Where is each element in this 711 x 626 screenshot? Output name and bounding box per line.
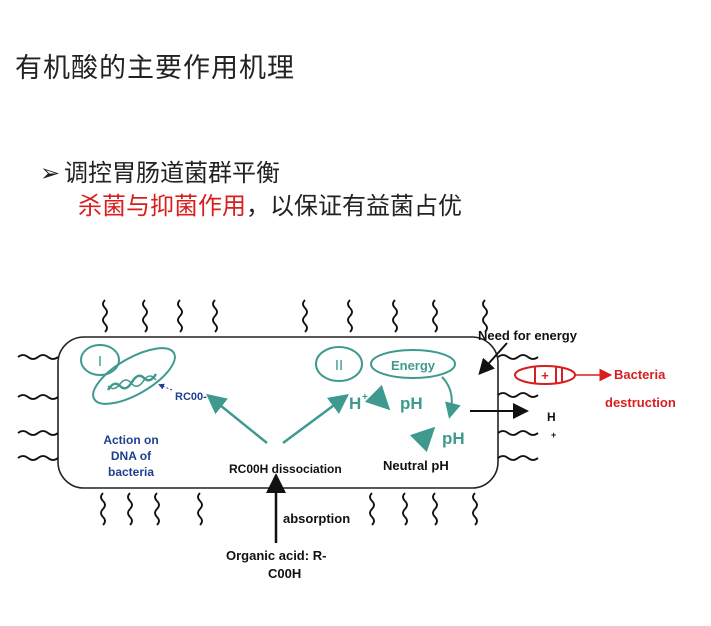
flagellum	[17, 394, 59, 400]
action-line-3: bacteria	[108, 465, 154, 479]
flagellum	[17, 354, 59, 360]
flagellum	[302, 299, 308, 333]
ph-up-arrow-icon	[409, 426, 436, 453]
rcoo-dna-arrow	[158, 383, 173, 391]
bacteria-destruction-line-1: Bacteria	[614, 367, 666, 382]
hplus-sup: +	[362, 392, 368, 403]
flagellum	[347, 299, 353, 333]
dna-strand-icon	[106, 373, 158, 391]
flagellum	[432, 492, 438, 526]
flagellum	[17, 455, 59, 461]
region-1-numeral: I	[98, 353, 102, 370]
flagellum	[497, 354, 539, 360]
dissociation-arrow-right	[282, 394, 350, 445]
pump-plus-sign: +	[541, 368, 549, 383]
flagellum	[154, 492, 160, 526]
action-line-2: DNA of	[111, 449, 152, 463]
flagellum	[17, 430, 59, 436]
flagellum	[127, 492, 133, 526]
hplus-label: H	[349, 394, 361, 413]
region-2-circle	[315, 346, 363, 382]
bullet-item: ➢调控胃肠道菌群平衡	[40, 153, 280, 188]
neutral-ph-label: Neutral pH	[383, 458, 449, 473]
flagellum	[392, 299, 398, 333]
absorption-label: absorption	[283, 511, 350, 526]
ph-2-label: pH	[442, 429, 465, 448]
organic-acid-line-1: Organic acid: R-	[226, 548, 326, 563]
region-2-numeral: II	[335, 357, 343, 374]
energy-ellipse	[370, 349, 456, 379]
flagellum	[497, 430, 539, 436]
flagella	[17, 299, 539, 526]
flagellum	[402, 492, 408, 526]
sub-bullet-highlight: 杀菌与抑菌作用	[78, 192, 246, 220]
organic-acid-line-2: C00H	[268, 566, 301, 581]
flagellum	[177, 299, 183, 333]
dissociation-label: RC00H dissociation	[229, 462, 342, 476]
hplus-out-label: H	[547, 410, 556, 424]
bullet-arrow-icon: ➢	[40, 159, 61, 187]
need-energy-label: Need for energy	[478, 328, 578, 343]
slide-title: 有机酸的主要作用机理	[15, 53, 295, 84]
need-energy-arrow	[478, 342, 508, 375]
energy-label: Energy	[391, 358, 436, 373]
flagellum	[212, 299, 218, 333]
flagellum	[497, 455, 539, 461]
energy-arrow	[441, 376, 461, 419]
rcoo-label: RC00-	[175, 391, 207, 403]
flagellum	[432, 299, 438, 333]
ph-down-arrow-icon	[364, 384, 391, 411]
flagellum	[482, 299, 488, 333]
flagellum	[142, 299, 148, 333]
sub-bullet-rest: ，以保证有益菌占优	[246, 192, 462, 220]
dissociation-arrow-left	[206, 393, 268, 444]
sub-bullet: 杀菌与抑菌作用，以保证有益菌占优	[78, 186, 462, 221]
flagellum	[369, 492, 375, 526]
flagellum	[472, 492, 478, 526]
bacteria-destruction-line-2: destruction	[605, 395, 676, 410]
hplus-out-sup: +	[551, 430, 556, 440]
flagellum	[197, 492, 203, 526]
action-line-1: Action on	[103, 433, 158, 447]
bullet-text: 调控胃肠道菌群平衡	[64, 159, 280, 187]
region-1-circle	[80, 344, 120, 376]
flagellum	[102, 299, 108, 333]
ph-label: pH	[400, 394, 423, 413]
flagellum	[100, 492, 106, 526]
flagellum	[497, 392, 539, 398]
dna-ellipse	[92, 347, 176, 405]
